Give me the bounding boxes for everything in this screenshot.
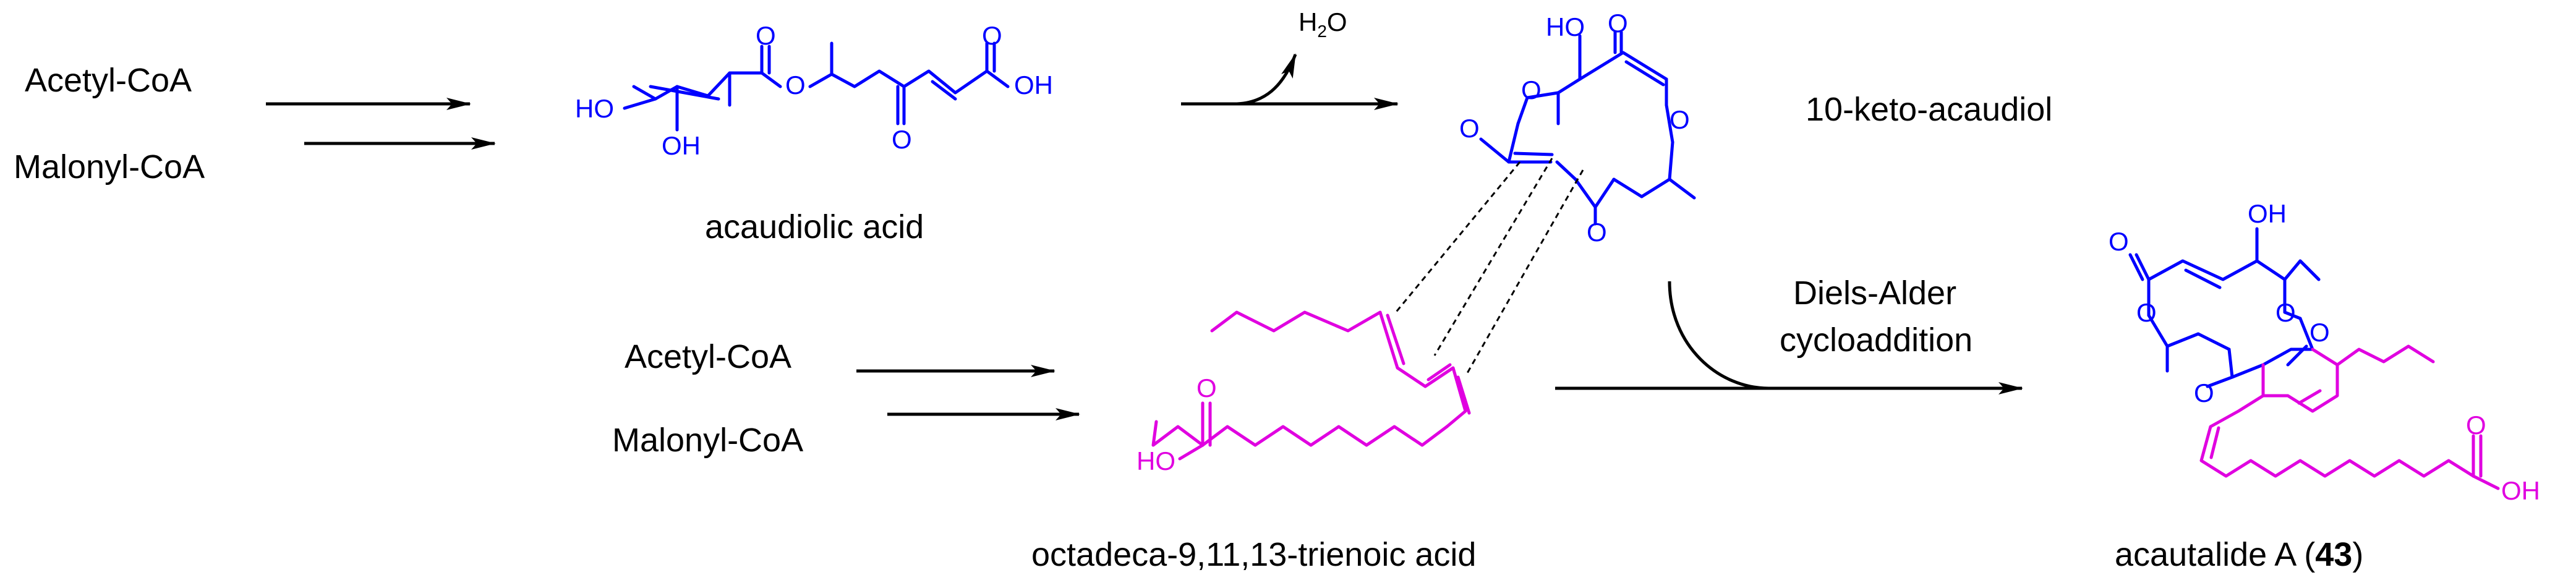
svg-text:O: O	[1608, 9, 1628, 38]
diels-alder-label-1: Diels-Alder	[1793, 275, 1956, 312]
malonyl-coa-label-2: Malonyl-CoA	[612, 422, 803, 459]
diene-dienophile-dashes	[1393, 158, 1584, 375]
keto-acaudiol-label: 10-keto-acaudiol	[1806, 91, 2052, 128]
svg-text:OH: OH	[2248, 199, 2287, 228]
svg-text:O: O	[2275, 298, 2296, 327]
malonyl-coa-label-1: Malonyl-CoA	[14, 148, 205, 185]
svg-text:HO: HO	[575, 94, 614, 123]
acetyl-coa-label-1: Acetyl-CoA	[25, 62, 192, 99]
svg-text:O: O	[1459, 114, 1480, 143]
acetyl-coa-label-2: Acetyl-CoA	[625, 338, 791, 375]
acautalide-a-macrocycle	[2128, 227, 2321, 388]
svg-text:OH: OH	[2501, 476, 2540, 505]
diels-alder-label-2: cycloaddition	[1780, 322, 1973, 359]
acautalide-a-atoms: O O OH O O O O OH	[2109, 199, 2540, 505]
svg-text:O: O	[1521, 75, 1542, 104]
svg-text:O: O	[2466, 411, 2486, 440]
svg-text:OH: OH	[1014, 70, 1053, 100]
acautalide-a-label: acautalide A (43)	[2115, 536, 2363, 573]
svg-text:O: O	[1587, 218, 1607, 247]
keto-acaudiol-structure	[1479, 30, 1696, 226]
svg-text:O: O	[2309, 318, 2330, 347]
svg-text:O: O	[756, 21, 776, 50]
trienoic-acid-structure	[1151, 310, 1471, 461]
svg-text:O: O	[1670, 105, 1690, 134]
acaudiolic-acid-label: acaudiolic acid	[705, 208, 924, 245]
acaudiolic-acid-atoms: HO OH O O O O OH	[575, 21, 1053, 160]
acaudiolic-acid-structure	[623, 41, 1010, 132]
keto-acaudiol-atoms: HO O O O O O	[1459, 9, 1690, 247]
diels-alder-arrow	[1555, 281, 2023, 394]
dehydration-arrow	[1181, 53, 1399, 110]
svg-text:HO: HO	[1137, 446, 1175, 475]
svg-text:O: O	[1196, 373, 1217, 403]
svg-text:OH: OH	[662, 131, 701, 160]
svg-text:O: O	[892, 125, 912, 154]
svg-text:O: O	[785, 70, 806, 100]
svg-text:O: O	[982, 21, 1002, 50]
svg-text:O: O	[2194, 378, 2214, 407]
svg-text:O: O	[2109, 227, 2129, 256]
trienoic-acid-atoms: O HO	[1137, 373, 1217, 475]
acautalide-a-cyclohexene	[2199, 344, 2500, 490]
trienoic-acid-label: octadeca-9,11,13-trienoic acid	[1031, 536, 1476, 573]
water-label: H2O	[1299, 7, 1347, 41]
svg-text:O: O	[2136, 298, 2157, 327]
multistep-arrow-2	[856, 365, 1080, 420]
svg-text:HO: HO	[1546, 12, 1585, 41]
multistep-arrow-1	[266, 98, 496, 150]
